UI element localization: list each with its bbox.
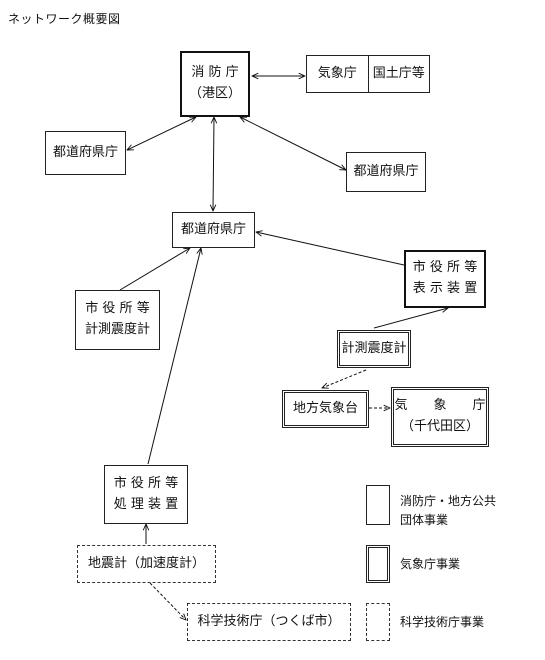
- pref-left-node: 都道府県庁: [45, 131, 126, 175]
- sta-label: 科学技術庁（つくば市）: [197, 613, 341, 629]
- link-cityseismo-pref-center: [119, 248, 190, 291]
- city-seismo-node: 市 役 所 等 計測震度計: [75, 290, 160, 350]
- legend-jma-project: 気象庁事業: [400, 557, 461, 571]
- accel-label: 地震計（加速度計）: [87, 555, 205, 571]
- link-display-pref-center: [256, 232, 405, 266]
- pref-left-label: 都道府県庁: [52, 144, 118, 160]
- fdma-name: 消 防 庁: [191, 65, 239, 81]
- link-fdma-pref-right: [240, 117, 346, 170]
- city-seismo-line1: 市 役 所 等: [85, 301, 150, 317]
- legend-sta-project: 科学技術庁事業: [400, 615, 485, 629]
- city-display-line1: 市 役 所 等: [412, 260, 478, 276]
- city-proc-line1: 市 役 所 等: [113, 475, 179, 491]
- pref-right-label: 都道府県庁: [353, 163, 419, 179]
- city-proc-line2: 処 理 装 置: [113, 496, 179, 512]
- jma-hq-line1: 気 象 庁: [394, 398, 486, 414]
- jma-nla-node: 気象庁 国土庁等: [306, 55, 430, 93]
- legend-swatch-solid: [366, 485, 390, 525]
- fdma-location: （港区）: [188, 86, 241, 101]
- link-fdma-pref-center: [213, 117, 214, 211]
- local-met-label: 地方気象台: [292, 400, 358, 416]
- pref-right-node: 都道府県庁: [346, 152, 426, 192]
- fdma-node: 消 防 庁 （港区）: [180, 51, 250, 117]
- legend-fdma-local-line2: 団体事業: [400, 513, 449, 528]
- nla-label: 国土庁等: [372, 65, 425, 81]
- pref-center-node: 都道府県庁: [172, 212, 255, 248]
- legend-fdma-local-line1: 消防庁・地方公共: [400, 494, 497, 508]
- accel-node: 地震計（加速度計）: [77, 545, 216, 583]
- city-proc-node: 市 役 所 等 処 理 装 置: [104, 465, 188, 524]
- link-cityproc-pref-center: [147, 248, 201, 465]
- sta-node: 科学技術庁（つくば市）: [187, 603, 351, 641]
- link-seismo-display: [373, 308, 448, 329]
- legend-swatch-double: [366, 545, 390, 583]
- city-display-node: 市 役 所 等 表 示 装 置: [404, 250, 486, 308]
- link-fdma-pref-left: [127, 117, 196, 150]
- pref-center-label: 都道府県庁: [180, 221, 246, 237]
- legend-swatch-dashed: [366, 603, 390, 641]
- seismo-node: 計測震度計: [337, 330, 411, 368]
- link-seismo-localmet: [322, 369, 367, 388]
- jma-hq-line2: （千代田区）: [400, 419, 479, 434]
- jma-hq-node: 気 象 庁 （千代田区）: [391, 387, 489, 447]
- city-seismo-line2: 計測震度計: [84, 322, 150, 337]
- legend-fdma-local: 消防庁・地方公共 団体事業: [400, 492, 496, 530]
- jma-label: 気象庁: [307, 56, 369, 92]
- link-accel-sta: [149, 582, 186, 620]
- seismo-label: 計測震度計: [341, 340, 407, 356]
- page-title: ネットワーク概要図: [8, 12, 121, 26]
- local-met-node: 地方気象台: [282, 390, 369, 428]
- city-display-line2: 表 示 装 置: [412, 281, 478, 296]
